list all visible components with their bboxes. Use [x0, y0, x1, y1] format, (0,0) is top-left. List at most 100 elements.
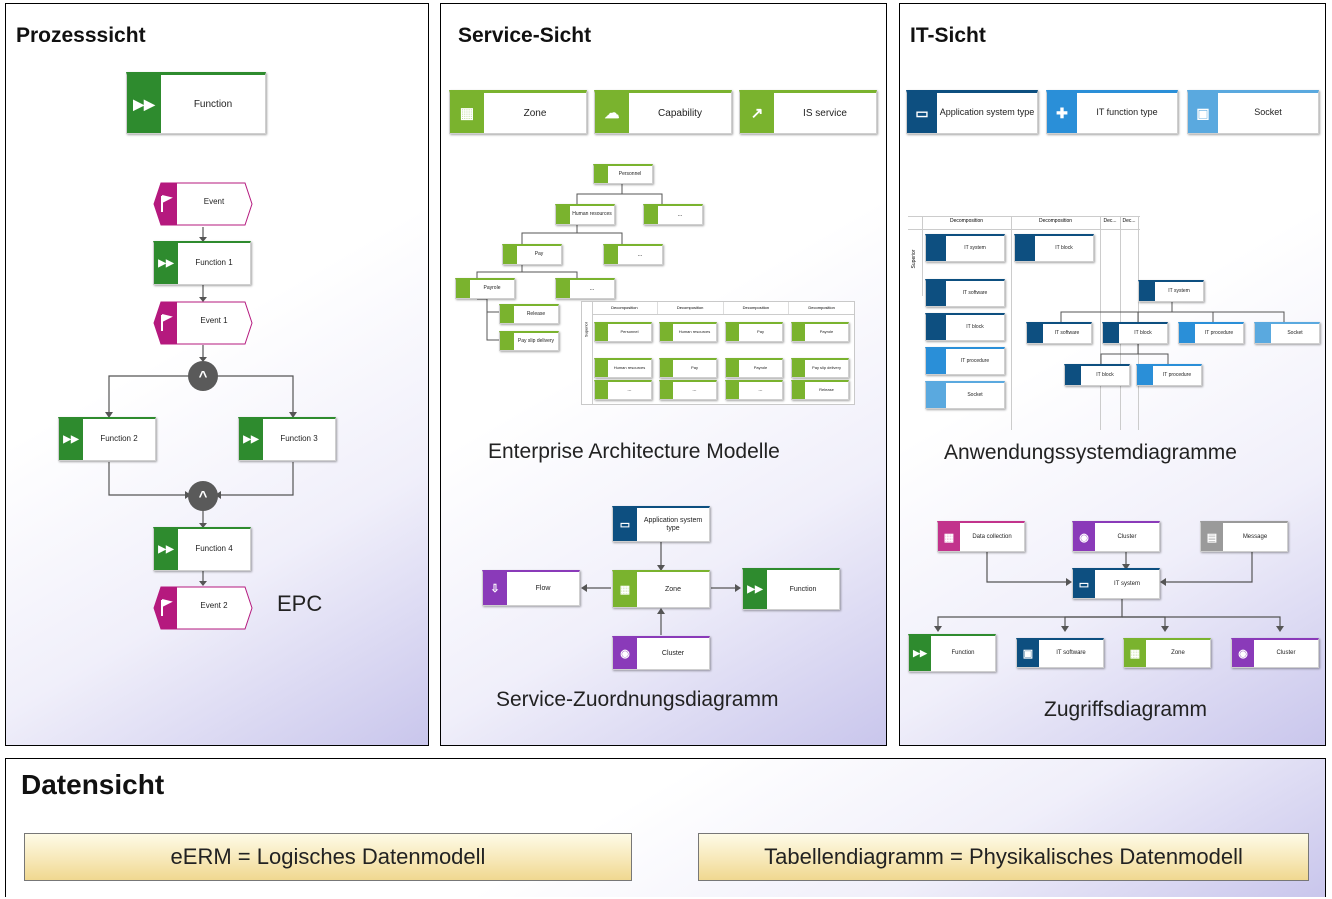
legend-zone-node: ▦ Zone: [449, 90, 587, 134]
epc-caption: EPC: [277, 591, 323, 616]
daten-title: Datensicht: [21, 769, 165, 800]
software-icon: ▣: [1022, 648, 1034, 660]
event1-label: Event 1: [200, 316, 228, 325]
cluster-icon: ◉: [1238, 648, 1248, 660]
legend-function-node: ▶▶ Function: [126, 72, 266, 134]
ea-payrole-label: Payrole: [483, 285, 501, 292]
ea-cell: Pay slip delivery: [791, 358, 849, 378]
ea-cell: Payrole: [791, 322, 849, 342]
function-icon: ▶▶: [747, 584, 763, 595]
it-tree-sub: IT block: [1064, 364, 1130, 386]
it-panel: IT-Sicht ▭ Application system type ✚ IT …: [899, 3, 1326, 746]
it-table-itsystem: IT system: [925, 234, 1005, 262]
function-icon: ▶▶: [913, 648, 927, 658]
assign-lines: [581, 541, 741, 635]
epc-function4: ▶▶ Function 4: [153, 527, 251, 571]
access-zone-label: Zone: [1171, 650, 1185, 657]
ea-matrix-header: Decomposition: [724, 302, 790, 314]
ea-hr-node: Human resources: [555, 204, 615, 225]
access-datacollection-node: ▦ Data collection: [937, 521, 1025, 552]
assign-zone-node: ▦ Zone: [612, 570, 710, 608]
window-icon: ▭: [1078, 578, 1090, 591]
legend-itfunc-node: ✚ IT function type: [1046, 90, 1178, 134]
access-cluster-node: ◉ Cluster: [1072, 521, 1160, 552]
legend-function-label: Function: [193, 98, 233, 110]
it-table-left: IT software: [925, 279, 1005, 307]
function4-label: Function 4: [195, 544, 233, 554]
ea-cell-label: ...: [758, 386, 763, 393]
ea-cell-label: ...: [627, 386, 632, 393]
ea-cell: Personnel: [594, 322, 652, 342]
it-tree-child-label: IT software: [1054, 329, 1080, 336]
window-icon: ▭: [619, 519, 631, 531]
access-itsystem-label: IT system: [1114, 580, 1140, 587]
it-tree-lines: [1060, 302, 1285, 364]
it-tree-child-label: IT block: [1134, 329, 1152, 336]
event-label: Event: [203, 197, 225, 206]
ea-dots3-node: ...: [555, 278, 615, 299]
is-service-icon: ↗: [750, 105, 764, 122]
and-connector-join: ^: [188, 481, 218, 511]
ea-paydist-node: Pay slip delivery: [499, 331, 559, 351]
access-function-node: ▶▶ Function: [908, 634, 996, 672]
ea-dots3-label: ...: [589, 285, 595, 292]
function2-label: Function 2: [100, 434, 138, 444]
legend-app-label: Application system type: [939, 107, 1035, 118]
ea-cell: ...: [659, 380, 717, 400]
document-icon: ▤: [1206, 531, 1218, 544]
ea-cell: Payrole: [725, 358, 783, 378]
ea-release-label: Release: [526, 310, 546, 317]
service-panel: Service-Sicht ▦ Zone ☁ Capability ↗ IS s…: [440, 3, 887, 746]
function1-label: Function 1: [195, 258, 233, 268]
it-tree-child: Socket: [1254, 322, 1320, 344]
capability-icon: ☁: [604, 105, 620, 122]
assign-app-label: Application system type: [643, 516, 703, 532]
epc-function1: ▶▶ Function 1: [153, 241, 251, 285]
it-table-left: Socket: [925, 381, 1005, 409]
access-lines: [934, 552, 1284, 632]
ea-hr-label: Human resources: [572, 211, 612, 218]
cluster-icon: ◉: [1079, 531, 1089, 544]
it-tree-root: IT system: [1138, 280, 1204, 302]
it-table-left-label: IT procedure: [960, 357, 990, 364]
eerm-box: eERM = Logisches Datenmodell: [24, 833, 632, 881]
service-title: Service-Sicht: [458, 24, 592, 47]
access-function-label: Function: [951, 650, 975, 657]
epc-function2: ▶▶ Function 2: [58, 417, 156, 461]
ea-dots2-label: ...: [637, 251, 643, 258]
it-matrix-header: Dec...: [1103, 218, 1117, 224]
it-table-itblock: IT block: [1014, 234, 1094, 262]
access-itsoftware-label: IT software: [1056, 650, 1086, 657]
legend-capability-label: Capability: [658, 107, 702, 119]
ea-cell-label: ...: [692, 386, 697, 393]
access-caption: Zugriffsdiagramm: [1044, 698, 1207, 721]
event2-shape: [153, 586, 253, 630]
ea-cell-label: Release: [819, 387, 834, 393]
function3-label: Function 3: [280, 434, 318, 444]
ea-dots1-label: ...: [677, 211, 683, 218]
ea-pay-node: Pay: [502, 244, 562, 265]
legend-socket-node: ▣ Socket: [1187, 90, 1319, 134]
it-table-left: IT block: [925, 313, 1005, 341]
function-icon: ▶▶: [133, 95, 155, 112]
it-matrix-header: Dec...: [1122, 218, 1136, 224]
and-connector-split: ^: [188, 361, 218, 391]
assign-flow-node: ⇩ Flow: [482, 570, 580, 606]
ea-cell: Human resources: [594, 358, 652, 378]
puzzle-icon: ✚: [1056, 104, 1068, 121]
ea-cell: Human resources: [659, 322, 717, 342]
ea-payrole-node: Payrole: [455, 278, 515, 299]
legend-capability-node: ☁ Capability: [594, 90, 732, 134]
it-table-left-label: IT software: [962, 289, 988, 296]
window-icon: ▭: [915, 104, 929, 121]
it-table-itsystem-label: IT system: [964, 244, 986, 251]
ea-cell-label: Payrole: [819, 329, 834, 335]
it-tree-sub-label: IT procedure: [1162, 371, 1192, 378]
it-tree-child: IT procedure: [1178, 322, 1244, 344]
access-cluster2-node: ◉ Cluster: [1231, 638, 1319, 668]
function-icon: ▶▶: [243, 434, 259, 445]
ea-matrix-header: Decomposition: [808, 305, 835, 310]
cluster-icon: ◉: [620, 648, 630, 660]
ea-paydist-label: Pay slip delivery: [517, 337, 555, 344]
ea-tree-lines: [476, 184, 663, 341]
